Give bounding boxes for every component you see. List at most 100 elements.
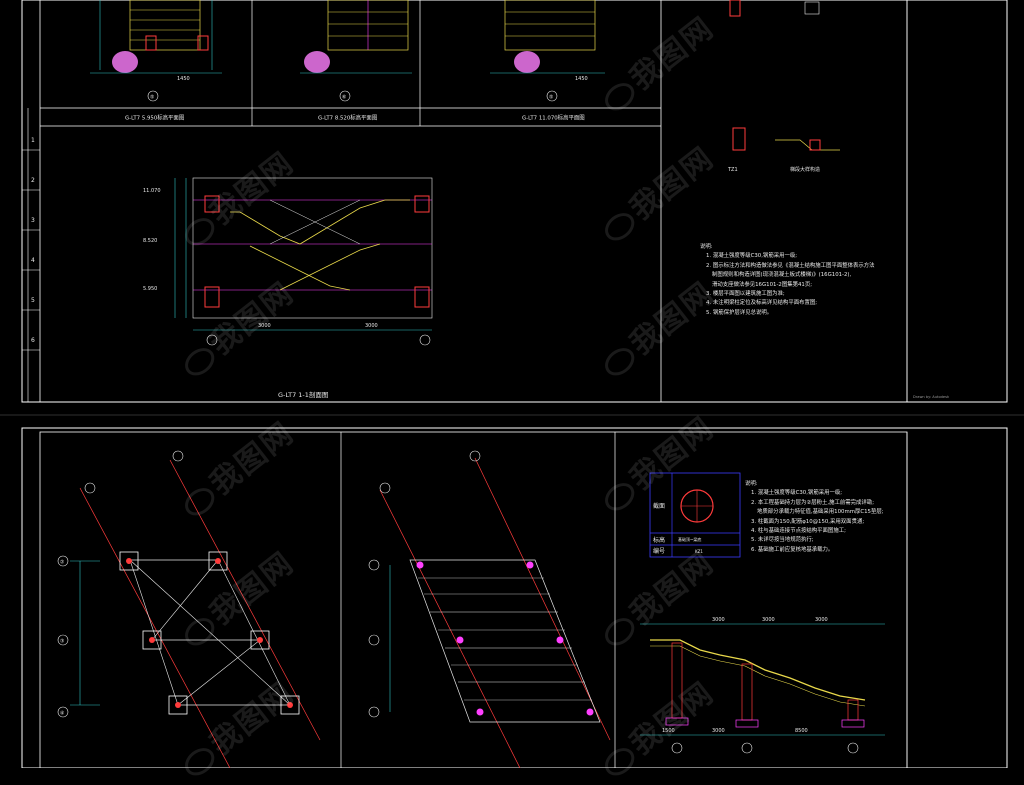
detail-title: 梯段大样构造 xyxy=(790,166,820,173)
spec-notes-top: 说明: 1. 混凝土强度等级C30,钢筋采用一级; 2. 图示标注方法和构造做法… xyxy=(700,243,875,318)
axis-bubble xyxy=(57,634,69,646)
axis-bubble xyxy=(741,742,753,754)
note-line: 5. 未详尽按当地规范执行; xyxy=(751,537,814,544)
dimension-text: 3000 xyxy=(365,323,378,329)
title-block-footer: Drawn by: Autodesk xyxy=(913,395,950,399)
note-line: 6. 基础施工前应复核地基承载力。 xyxy=(751,546,834,553)
stair-flight xyxy=(249,245,351,291)
axis-bubble xyxy=(206,334,218,346)
column-core xyxy=(586,708,594,716)
detail-column: TZ1 梯段大样构造 xyxy=(727,0,840,173)
plan-5950: 1450 ⑤ G-LT7 5.950标高平面图 xyxy=(90,0,222,122)
table-label: 标高 xyxy=(653,536,665,544)
cad-viewport[interactable]: 1 2 3 4 5 6 1450 ⑤ G-LT7 5. xyxy=(0,0,1024,768)
spec-notes-bottom: 说明: 1. 混凝土强度等级C30,钢筋采用一级; 2. 本工程基础持力层为②层… xyxy=(745,480,884,555)
detail-section xyxy=(804,1,820,15)
column-core xyxy=(215,558,221,564)
level-mark: 8.520 xyxy=(143,238,157,244)
footing xyxy=(841,719,865,728)
column-marker xyxy=(119,551,139,571)
note-line: 2. 图示标注方法和构造做法参见《混凝土结构施工图平面整体表示方法 xyxy=(706,262,875,269)
section-table: 截面 标高 编号 基础顶~梁底 KZ1 xyxy=(649,472,741,558)
axis-bubble xyxy=(671,742,683,754)
stair-flight xyxy=(650,645,866,707)
column-marker xyxy=(847,699,859,721)
dimension-text: 3000 xyxy=(762,617,775,623)
bottom-sheet-border xyxy=(21,427,1008,768)
table-label: 截面 xyxy=(653,502,665,510)
stair-flight xyxy=(230,199,410,245)
level-mark: 11.070 xyxy=(143,188,161,194)
note-line: 2. 本工程基础持力层为②层粉土,施工前需完成详勘; xyxy=(751,499,875,506)
column-core xyxy=(287,702,293,708)
axis-label: ④ xyxy=(60,711,65,717)
column-core xyxy=(456,636,464,644)
index-number: 1 xyxy=(31,137,35,144)
dimension-text: 3000 xyxy=(815,617,828,623)
beam-line xyxy=(217,559,291,706)
section-1-1: 11.070 8.520 5.950 3000 3000 G-LT7 1-1剖面… xyxy=(143,177,433,399)
axis-label: ⑤ xyxy=(150,95,154,101)
column-core xyxy=(416,561,424,569)
axis-bubble xyxy=(379,482,391,494)
footing xyxy=(735,719,759,728)
note-line: 地质部分承载力特征值,基础采用100mm厚C15垫层; xyxy=(757,509,884,516)
column-marker xyxy=(280,695,300,715)
section-title: G-LT7 1-1剖面图 xyxy=(278,390,328,399)
step-detail-line xyxy=(775,139,840,151)
grid-line xyxy=(379,489,521,768)
dimension-text: 8500 xyxy=(795,728,808,734)
axis-label: ③ xyxy=(60,639,64,645)
column-core xyxy=(476,708,484,716)
axis-bubble xyxy=(57,555,69,567)
sheet-index-column[interactable]: 1 2 3 4 5 6 xyxy=(22,137,40,351)
column-marker xyxy=(250,630,270,650)
axis-bubble xyxy=(368,706,380,718)
column-base-blob xyxy=(514,51,540,73)
stair-flight xyxy=(129,0,201,51)
stair-flight xyxy=(650,639,866,701)
level-mark: 5.950 xyxy=(143,286,157,292)
notes-heading: 说明: xyxy=(700,244,713,250)
dimension-text: 1450 xyxy=(575,76,588,82)
dimension-text: 1500 xyxy=(662,728,675,734)
axis-bubble xyxy=(57,706,69,718)
column-core xyxy=(556,636,564,644)
detail-section xyxy=(809,139,821,151)
stair-flight xyxy=(279,243,381,291)
stair-elevation: 3000 3000 3000 1500 3000 8500 xyxy=(640,617,885,754)
section-hatch xyxy=(269,199,361,245)
plan-title: G-LT7 8.520标高平面图 xyxy=(318,114,377,122)
column-marker xyxy=(145,35,157,51)
top-sheet[interactable]: 1 2 3 4 5 6 1450 ⑤ G-LT7 5. xyxy=(21,0,1008,403)
axis-bubble xyxy=(339,90,351,102)
top-drawing-frame xyxy=(39,0,908,403)
detail-section xyxy=(729,0,741,17)
column-marker xyxy=(414,286,430,308)
axis-label: ⑤ xyxy=(549,95,553,101)
axis-label: ② xyxy=(60,560,65,566)
note-line: 滑动支座做法参见16G101-2图集第41页; xyxy=(712,281,813,288)
table-label: 编号 xyxy=(653,547,665,555)
index-number: 5 xyxy=(31,297,35,304)
section-outline xyxy=(192,177,433,319)
column-marker xyxy=(671,642,683,719)
plan-11070: 1450 ⑤ G-LT7 11.070标高平面图 xyxy=(490,0,605,122)
column-core xyxy=(257,637,263,643)
note-line: 1. 混凝土强度等级C30,钢筋采用一级; xyxy=(706,253,798,260)
note-line: 制图规则和构造详图(现浇混凝土板式楼梯)》(16G101-2), xyxy=(712,272,852,279)
beam-line xyxy=(129,559,179,706)
framing-plan-slab xyxy=(368,450,611,768)
bottom-sheet[interactable]: ② ③ ④ xyxy=(21,427,1008,768)
column-marker xyxy=(168,695,188,715)
note-line: 5. 钢筋保护层详见总说明。 xyxy=(706,309,773,316)
axis-bubble xyxy=(368,634,380,646)
column-base-blob xyxy=(304,51,330,73)
table-value: 基础顶~梁底 xyxy=(678,536,701,542)
column-marker xyxy=(414,195,430,213)
note-line: 3. 楼层平面图以建筑施工图为准; xyxy=(706,290,785,297)
column-marker xyxy=(142,630,162,650)
grid-line xyxy=(79,487,231,768)
axis-bubble xyxy=(847,742,859,754)
dimension-text: 1450 xyxy=(177,76,190,82)
